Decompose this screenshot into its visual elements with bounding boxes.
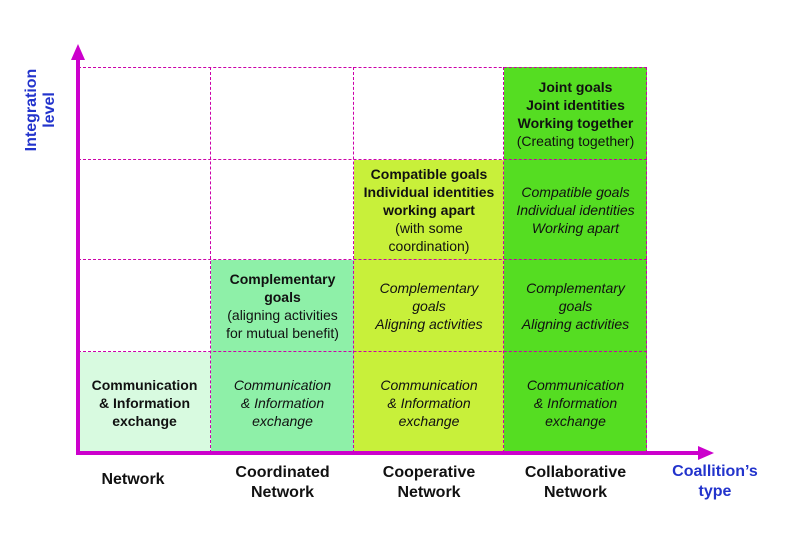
- x-label-line1: Collaborative: [524, 464, 627, 481]
- cell-text: Complementary: [229, 271, 336, 287]
- x-label-line2: Network: [250, 484, 315, 501]
- cell-text: working apart: [383, 202, 475, 218]
- cell-text: Working together: [517, 114, 634, 131]
- grid-line-top: [78, 67, 647, 68]
- cell-text: goals: [412, 298, 446, 314]
- cell-text: exchange: [112, 412, 177, 429]
- cell-text: Communication: [91, 376, 198, 393]
- cell-text: Complementary: [526, 280, 625, 296]
- cell-text: coordination): [388, 238, 470, 254]
- x-label-cooperative: Cooperative Network: [354, 463, 504, 503]
- cell-coordinated-goals: Complementary goals (aligning activities…: [211, 260, 354, 352]
- grid-line-col4: [646, 67, 647, 453]
- cell-text: Working apart: [531, 220, 620, 236]
- cell-collaborative-communication: Communication & Information exchange: [504, 352, 647, 453]
- grid-line-row4: [78, 351, 647, 352]
- y-axis-arrow-icon: [71, 44, 85, 60]
- cell-text: Communication: [526, 376, 625, 393]
- x-label-collaborative: Collaborative Network: [504, 463, 647, 503]
- cell-text: Communication: [380, 376, 478, 393]
- cell-text: exchange: [545, 412, 606, 429]
- cell-text: Joint goals: [538, 78, 613, 95]
- cell-text: Joint identities: [526, 96, 625, 113]
- cell-text: Aligning activities: [521, 316, 630, 332]
- cell-text: & Information: [240, 394, 325, 411]
- cell-text: goals: [558, 298, 593, 314]
- x-axis-title-line2: type: [698, 483, 732, 500]
- grid-line-row3: [78, 259, 647, 260]
- cell-text: (with some: [395, 220, 463, 236]
- cell-text: Communication: [233, 376, 332, 393]
- cell-text: (Creating together): [516, 132, 635, 149]
- cell-text: Complementary: [379, 280, 479, 296]
- x-label-line1: Cooperative: [382, 464, 476, 481]
- grid-line-col1: [210, 67, 211, 453]
- x-axis-title-line1: Coallition’s: [672, 463, 758, 480]
- cell-text: Individual identities: [363, 184, 495, 200]
- grid-line-col2: [353, 67, 354, 453]
- cell-text: Aligning activities: [375, 316, 483, 332]
- x-label-line1: Coordinated: [235, 464, 330, 481]
- cell-text: exchange: [252, 412, 313, 429]
- cell-text: (aligning activities: [227, 307, 338, 323]
- x-label-coordinated: Coordinated Network: [211, 463, 354, 503]
- cell-cooperative-goals: Compatible goals Individual identities w…: [354, 160, 504, 260]
- cell-text: for mutual benefit): [226, 325, 339, 341]
- cell-text: Compatible goals: [370, 166, 488, 182]
- cell-text: goals: [264, 289, 301, 305]
- cell-text: Individual identities: [516, 202, 635, 218]
- grid-line-col3: [503, 67, 504, 453]
- x-label-line2: Network: [397, 484, 461, 501]
- cell-cooperative-communication: Communication & Information exchange: [354, 352, 504, 453]
- cell-text: & Information: [387, 394, 471, 411]
- y-axis-title: Integration level: [23, 55, 63, 165]
- cell-text: Compatible goals: [521, 184, 630, 200]
- cell-coordinated-communication: Communication & Information exchange: [211, 352, 354, 453]
- grid-line-row2: [78, 159, 647, 160]
- x-label-network: Network: [78, 470, 188, 490]
- cell-text: & Information: [533, 394, 618, 411]
- x-label-line2: Network: [543, 484, 608, 501]
- cell-collaborative-goals: Joint goals Joint identities Working tog…: [504, 67, 647, 160]
- cell-collaborative-complementary: Complementary goals Aligning activities: [504, 260, 647, 352]
- cell-collaborative-compatible: Compatible goals Individual identities W…: [504, 160, 647, 260]
- y-axis-title-line2: level: [41, 92, 58, 128]
- x-axis-arrow-icon: [698, 446, 714, 460]
- x-axis-title: Coallition’s type: [660, 462, 770, 502]
- cell-cooperative-complementary: Complementary goals Aligning activities: [354, 260, 504, 352]
- cell-text: & Information: [99, 394, 190, 411]
- cell-network-communication: Communication & Information exchange: [78, 352, 211, 453]
- y-axis-title-line1: Integration: [23, 68, 40, 152]
- x-label-line1: Network: [101, 471, 165, 488]
- cell-text: exchange: [398, 412, 460, 429]
